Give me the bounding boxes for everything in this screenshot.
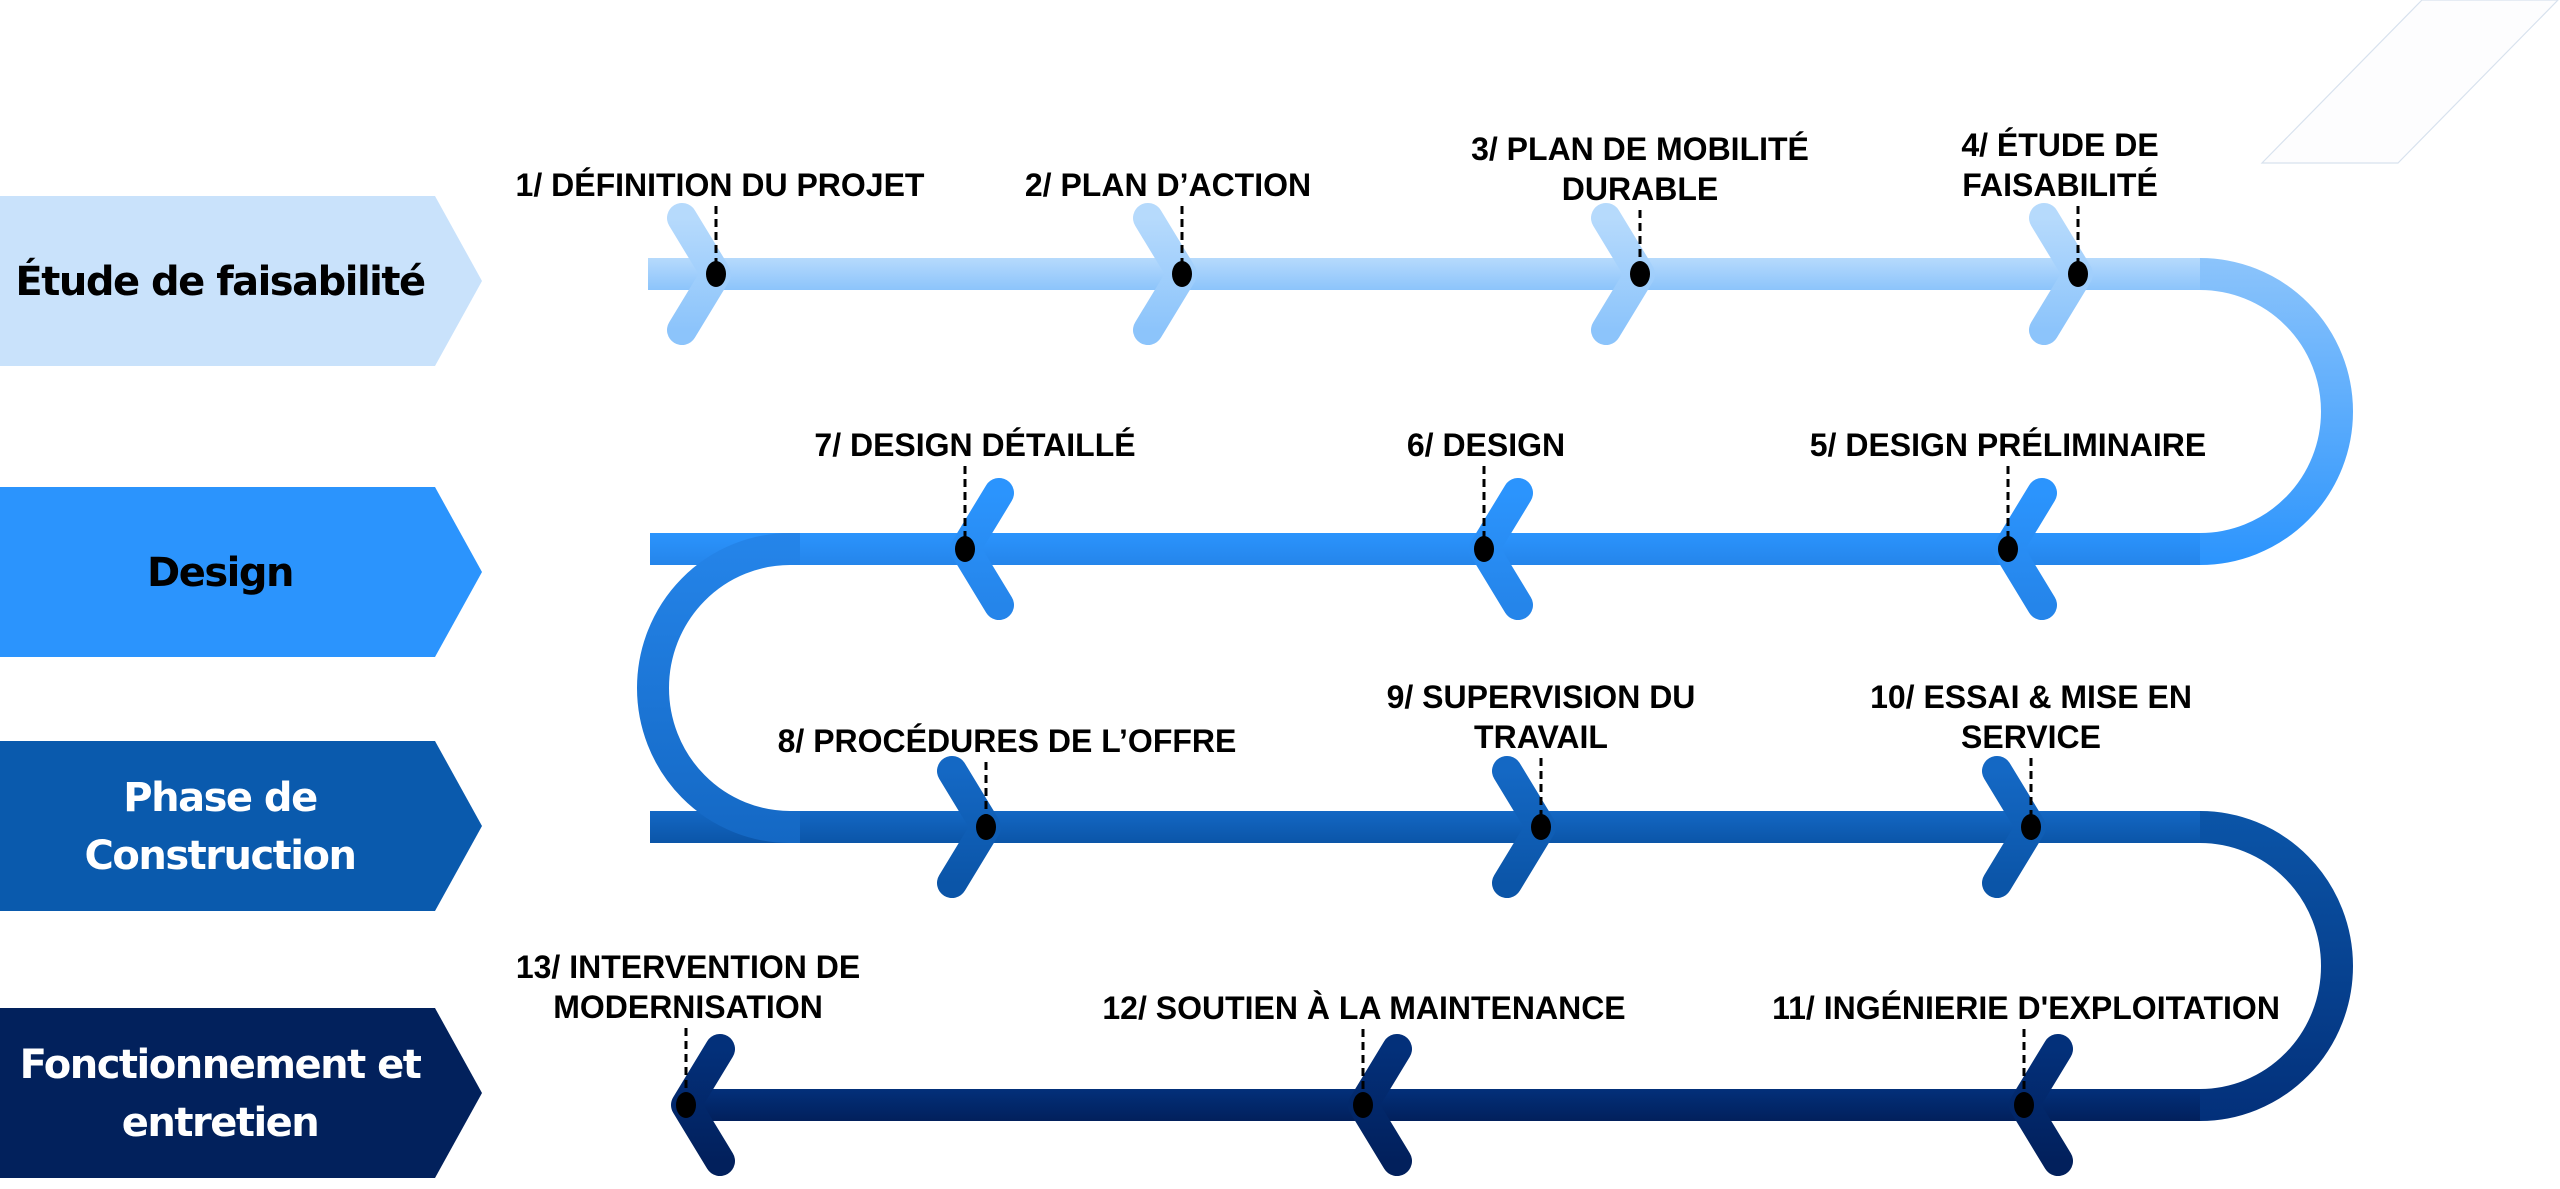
phase-label: Fonctionnement et [20, 1042, 422, 1088]
step-label: DURABLE [1562, 171, 1718, 207]
step-label: 13/ INTERVENTION DE [516, 949, 860, 985]
steps: 1/ DÉFINITION DU PROJET 2/ PLAN D’ACTION 3… [516, 127, 2280, 1176]
step-label: 12/ SOUTIEN À LA MAINTENANCE [1102, 990, 1625, 1026]
step-label: 9/ SUPERVISION DU [1387, 679, 1696, 715]
step-7: 7/ DESIGN DÉTAILLÉ [814, 427, 1136, 620]
milestone-dot-icon [955, 536, 975, 562]
step-label: 10/ ESSAI & MISE EN [1870, 679, 2192, 715]
step-label: 11/ INGÉNIERIE D'EXPLOITATION [1772, 990, 2280, 1026]
step-label: MODERNISATION [553, 989, 823, 1025]
milestone-dot-icon [2021, 814, 2041, 840]
step-label: FAISABILITÉ [1962, 167, 2158, 203]
milestone-dot-icon [1531, 814, 1551, 840]
milestone-dot-icon [2014, 1092, 2034, 1118]
milestone-dot-icon [676, 1092, 696, 1118]
track-row-2 [650, 533, 2200, 565]
phase-4: Fonctionnement et entretien [0, 1008, 482, 1178]
step-4: 4/ ÉTUDE DE FAISABILITÉ [1961, 127, 2159, 345]
milestone-dot-icon [1474, 536, 1494, 562]
step-3: 3/ PLAN DE MOBILITÉ DURABLE [1471, 131, 1809, 345]
phase-chevron-shape [0, 1008, 482, 1178]
step-12: 12/ SOUTIEN À LA MAINTENANCE [1102, 990, 1626, 1176]
step-label: SERVICE [1961, 719, 2101, 755]
phase-label: entretien [122, 1100, 319, 1146]
track-row-3 [650, 811, 2200, 843]
step-6: 6/ DESIGN [1407, 427, 1565, 620]
step-2: 2/ PLAN D’ACTION [1025, 167, 1311, 345]
step-8: 8/ PROCÉDURES DE L’OFFRE [778, 723, 1237, 898]
phase-1: Étude de faisabilité [0, 196, 482, 366]
step-label: TRAVAIL [1474, 719, 1608, 755]
milestone-dot-icon [706, 261, 726, 287]
step-label: 1/ DÉFINITION DU PROJET [516, 167, 925, 203]
step-label: 3/ PLAN DE MOBILITÉ [1471, 131, 1809, 167]
track-row-1 [648, 258, 2200, 290]
step-9: 9/ SUPERVISION DU TRAVAIL [1387, 679, 1696, 898]
milestone-dot-icon [1172, 261, 1192, 287]
phase-chevron-shape [0, 487, 482, 657]
phase-3: Phase de Construction [0, 741, 482, 911]
phase-chevron-shape [0, 741, 482, 911]
flow-track [637, 258, 2353, 1121]
step-label: 4/ ÉTUDE DE [1961, 127, 2158, 163]
step-label: 8/ PROCÉDURES DE L’OFFRE [778, 723, 1237, 759]
step-label: 2/ PLAN D’ACTION [1025, 167, 1311, 203]
step-5: 5/ DESIGN PRÉLIMINAIRE [1810, 427, 2207, 620]
track-u-turn-1 [2199, 258, 2353, 565]
step-label: 6/ DESIGN [1407, 427, 1565, 463]
phase-label: Étude de faisabilité [15, 257, 425, 305]
step-label: 5/ DESIGN PRÉLIMINAIRE [1810, 427, 2207, 463]
milestone-dot-icon [1998, 536, 2018, 562]
decorative-parallelogram [2260, 0, 2559, 164]
phase-label: Phase de [123, 775, 317, 821]
phase-chevron-shape [0, 196, 482, 366]
phase-2: Design [0, 487, 482, 657]
step-13: 13/ INTERVENTION DE MODERNISATION [516, 949, 860, 1176]
track-u-turn-2 [637, 533, 800, 843]
step-1: 1/ DÉFINITION DU PROJET [516, 167, 925, 345]
step-10: 10/ ESSAI & MISE EN SERVICE [1870, 679, 2192, 898]
track-row-4 [680, 1089, 2200, 1121]
phase-label: Design [147, 550, 293, 596]
milestone-dot-icon [976, 814, 996, 840]
step-11: 11/ INGÉNIERIE D'EXPLOITATION [1772, 990, 2280, 1176]
phase-label: Construction [85, 833, 356, 879]
milestone-dot-icon [1630, 261, 1650, 287]
step-label: 7/ DESIGN DÉTAILLÉ [814, 427, 1135, 463]
track-u-turn-3 [2199, 811, 2353, 1121]
milestone-dot-icon [2068, 261, 2088, 287]
milestone-dot-icon [1353, 1092, 1373, 1118]
